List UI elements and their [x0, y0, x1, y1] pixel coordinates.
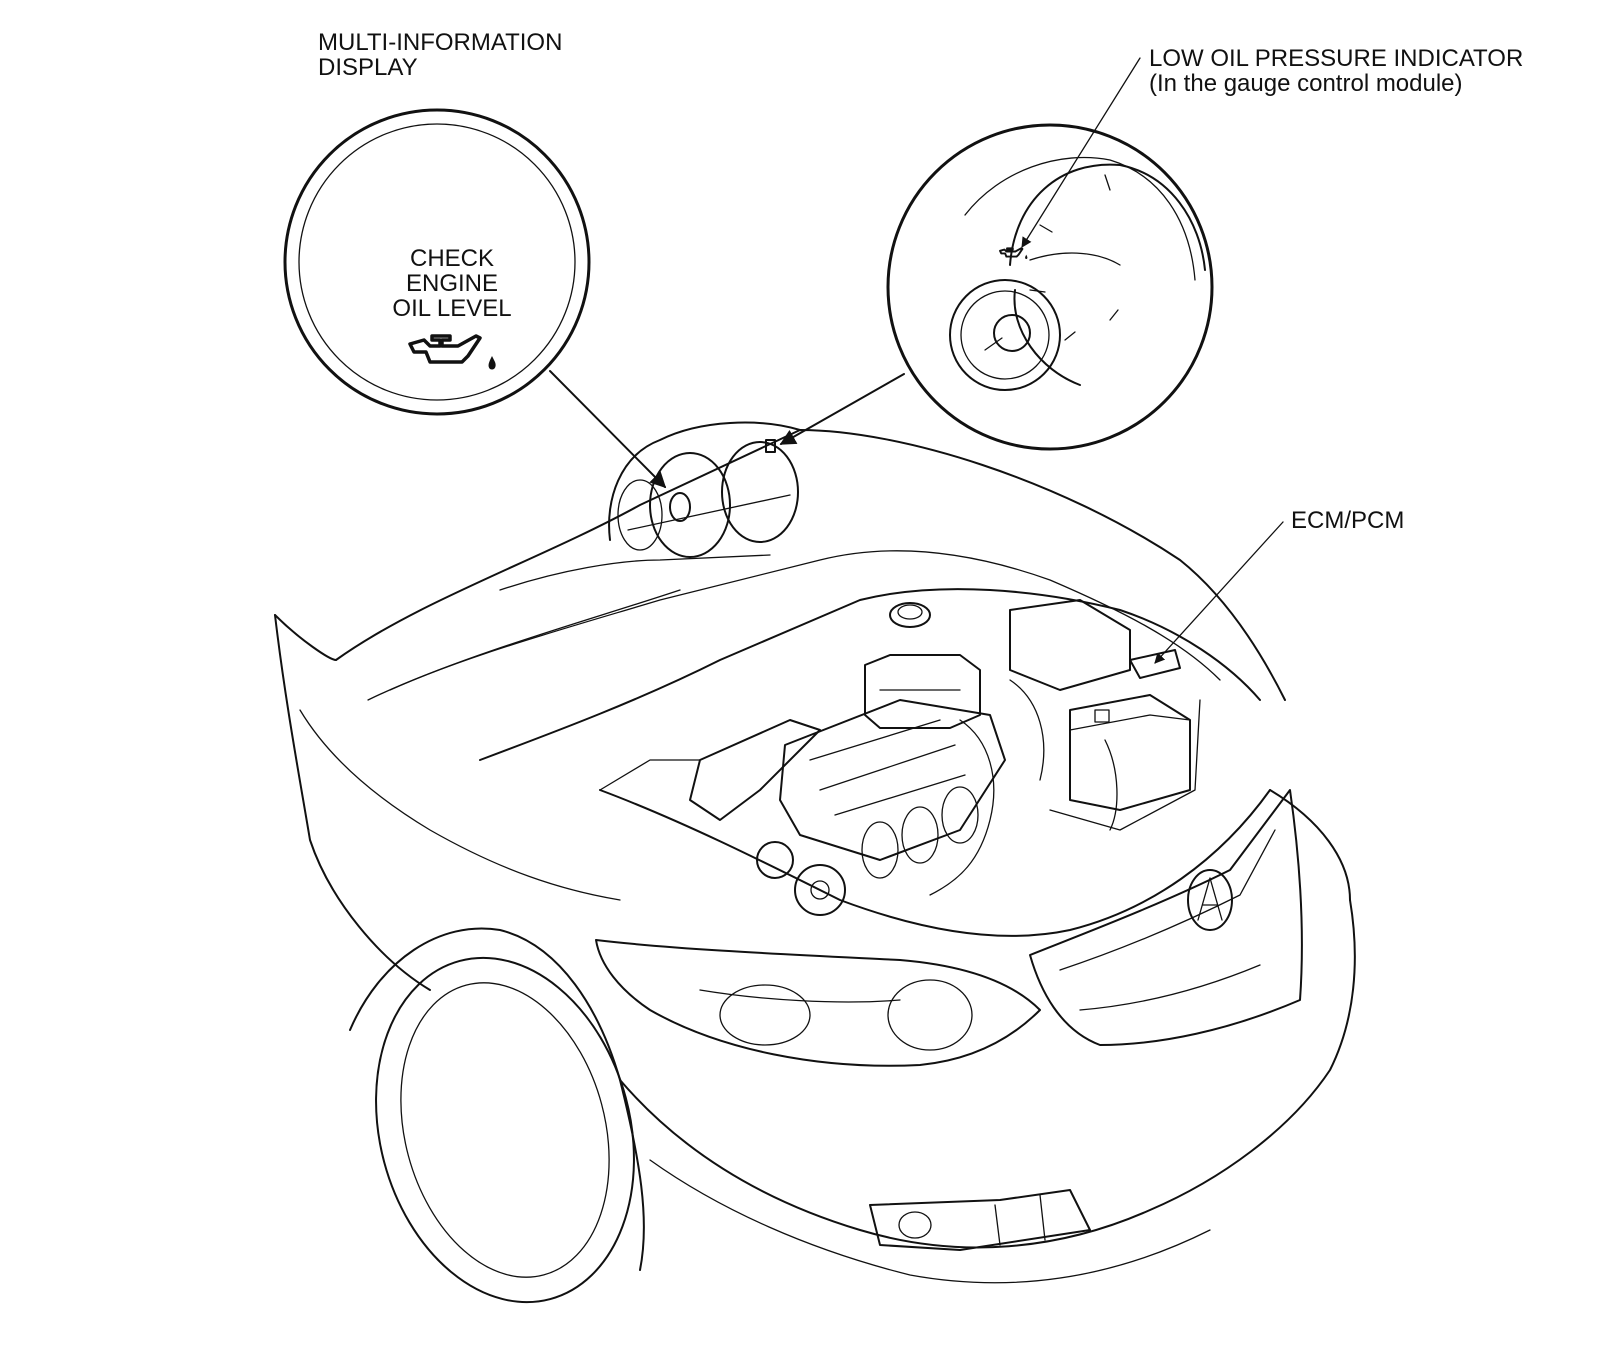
low-oil-pressure-indicator-label: LOW OIL PRESSURE INDICATOR (In the gauge… [1149, 45, 1524, 97]
indicator-target [765, 439, 776, 453]
engine-bay [599, 599, 1201, 916]
battery [1069, 694, 1191, 811]
oil-can-icon [408, 334, 496, 370]
instrument-cluster [617, 439, 799, 558]
mid-display-target [669, 492, 691, 522]
ecm-pcm-unit [1129, 649, 1181, 679]
multi-information-display-label: MULTI-INFORMATION DISPLAY [318, 29, 563, 81]
ecm-pcm-label: ECM/PCM [1291, 507, 1405, 534]
air-box [1009, 599, 1131, 691]
gauge-magnifier [779, 57, 1214, 451]
ecm-leader [1154, 521, 1284, 664]
acura-emblem-icon [1187, 869, 1233, 931]
car-body [274, 421, 1356, 1304]
fuse-box [864, 654, 981, 729]
oil-pressure-icon [999, 247, 1028, 260]
check-engine-oil-level-message: CHECK ENGINE OIL LEVEL [392, 245, 512, 322]
mid-magnifier [283, 108, 667, 489]
engine-cover [779, 699, 1006, 861]
